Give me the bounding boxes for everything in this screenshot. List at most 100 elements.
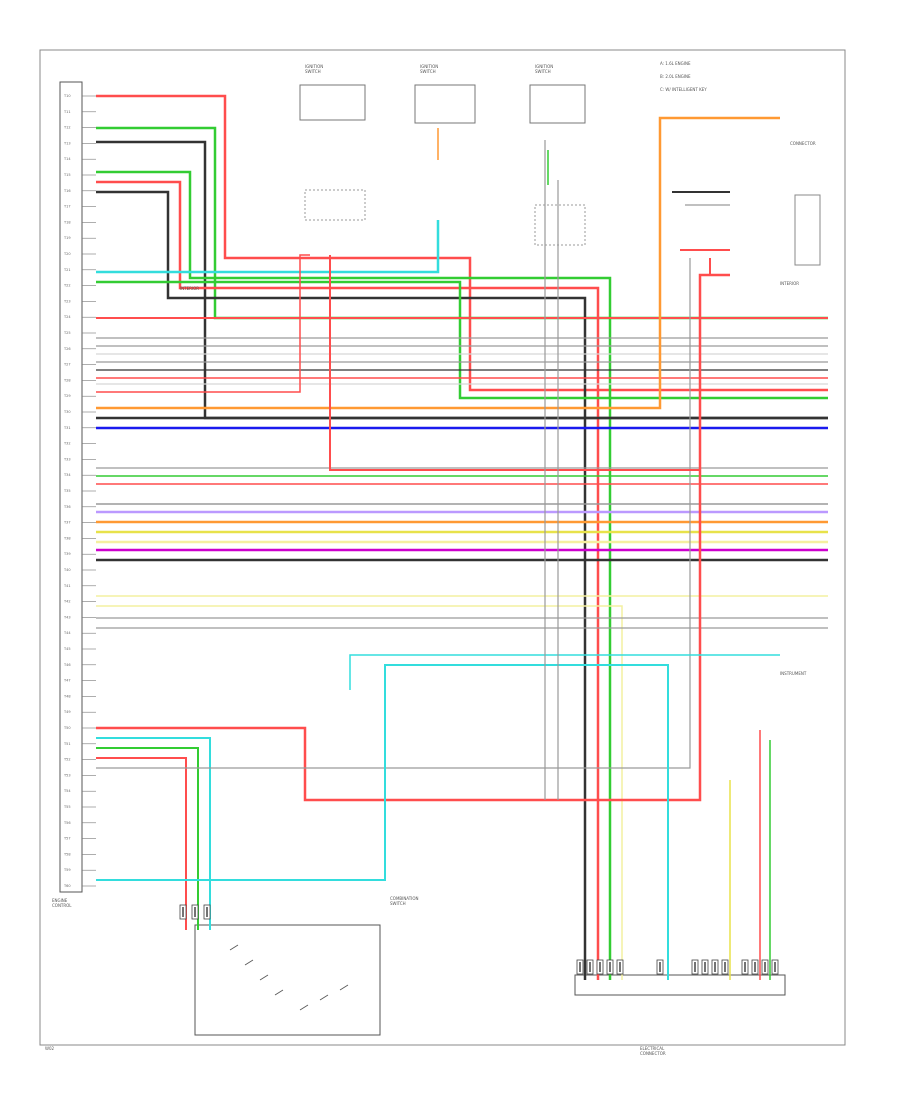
- pin-label: T15: [63, 173, 71, 177]
- component-label: CONNECTOR: [640, 1051, 666, 1056]
- component-label: INTERIOR: [780, 281, 799, 286]
- pin-label: T22: [63, 284, 71, 288]
- switch-contact: [244, 959, 254, 966]
- pin-label: T18: [63, 220, 71, 224]
- component-label: SWITCH: [420, 69, 436, 74]
- component-label: IGNITION: [535, 64, 553, 69]
- pin-label: T42: [63, 600, 71, 604]
- wire: [96, 273, 730, 802]
- component-box: [299, 84, 366, 121]
- component-label: A: 1.6L ENGINE: [660, 61, 691, 66]
- component-box: [574, 974, 786, 996]
- pin-label: T32: [63, 442, 71, 446]
- pin-label: T56: [63, 821, 71, 825]
- pin-label: T30: [63, 410, 71, 414]
- switch-contact: [274, 989, 284, 996]
- pin-label: T55: [63, 805, 71, 809]
- pin-label: T17: [63, 205, 71, 209]
- pin-label: T24: [63, 315, 71, 319]
- wire: [96, 605, 623, 980]
- component-boxes: [39, 49, 846, 1046]
- pin-label: T38: [63, 536, 71, 540]
- component-label: ELECTRICAL: [640, 1046, 665, 1051]
- component-label: IGNITION: [420, 64, 438, 69]
- switch-contact: [299, 1004, 309, 1011]
- pin-label: T37: [63, 521, 71, 525]
- wire: [96, 140, 828, 420]
- pin-label: T25: [63, 331, 71, 335]
- diagram-labels: ENGINECONTROLW02IGNITIONSWITCHIGNITIONSW…: [45, 61, 816, 1056]
- pin-label: T57: [63, 837, 71, 841]
- pin-label: T53: [63, 773, 71, 777]
- pin-label: T11: [63, 110, 71, 114]
- pin-label: T28: [63, 378, 71, 382]
- component-label: COMBINATION: [390, 896, 419, 901]
- wire: [349, 654, 780, 690]
- switch-contact: [259, 974, 269, 981]
- component-label: INSTRUMENT: [780, 671, 807, 676]
- pin-label: T21: [63, 268, 71, 272]
- pin-label: T27: [63, 363, 71, 367]
- pin-label: T36: [63, 505, 71, 509]
- pin-label: T39: [63, 552, 71, 556]
- wire: [96, 280, 828, 400]
- pin-label: T34: [63, 473, 71, 477]
- component-box: [59, 81, 83, 893]
- switch-contact: [339, 984, 349, 991]
- pin-label: T26: [63, 347, 71, 351]
- pin-label: T43: [63, 615, 71, 619]
- switch-contact: [319, 994, 329, 1001]
- pin-label: T59: [63, 868, 71, 872]
- pin-label: T13: [63, 141, 71, 145]
- component-label: CONTROL: [52, 903, 72, 908]
- wire: [96, 190, 587, 980]
- component-label: IGNITION: [305, 64, 323, 69]
- pin-label: T51: [63, 742, 71, 746]
- wire: [96, 664, 669, 980]
- wire-group: [96, 94, 828, 980]
- pin-label: T20: [63, 252, 71, 256]
- pin-label: T40: [63, 568, 71, 572]
- component-box: [194, 924, 381, 1036]
- wire: [96, 170, 612, 980]
- pin-label: T52: [63, 758, 71, 762]
- wire: [96, 220, 440, 274]
- wire: [96, 757, 187, 930]
- component-label: SWITCH: [305, 69, 321, 74]
- pin-label: T35: [63, 489, 71, 493]
- wire: [96, 94, 828, 392]
- component-label: INTERIOR: [180, 286, 199, 291]
- pin-label: T54: [63, 789, 71, 793]
- pin-label: T16: [63, 189, 71, 193]
- pin-label: T50: [63, 726, 71, 730]
- pin-label: T45: [63, 647, 71, 651]
- ecu-pin-labels: T10T11T12T13T14T15T16T17T18T19T20T21T22T…: [63, 94, 96, 888]
- component-label: C: W/ INTELLIGENT KEY: [660, 87, 707, 92]
- component-label: SWITCH: [390, 901, 406, 906]
- wire: [329, 255, 700, 471]
- pin-label: T47: [63, 679, 71, 683]
- pin-label: T49: [63, 710, 71, 714]
- diagram-border: [39, 49, 846, 1046]
- wire: [709, 258, 730, 276]
- pin-label: T58: [63, 852, 71, 856]
- component-box: [304, 189, 366, 221]
- pin-label: T14: [63, 157, 71, 161]
- pin-label: T60: [63, 884, 71, 888]
- wire: [96, 737, 211, 930]
- component-box: [534, 204, 586, 246]
- wire: [96, 258, 691, 769]
- component-label: CONNECTOR: [790, 141, 816, 146]
- connector-terminals: [179, 904, 779, 975]
- component-box: [414, 84, 476, 124]
- pin-label: T12: [63, 126, 71, 130]
- component-label: W02: [45, 1046, 55, 1051]
- pin-label: T10: [63, 94, 71, 98]
- pin-label: T23: [63, 299, 71, 303]
- wire: [96, 254, 310, 393]
- switch-contact: [229, 944, 239, 951]
- wire: [96, 116, 780, 410]
- pin-label: T44: [63, 631, 71, 635]
- pin-label: T33: [63, 457, 71, 461]
